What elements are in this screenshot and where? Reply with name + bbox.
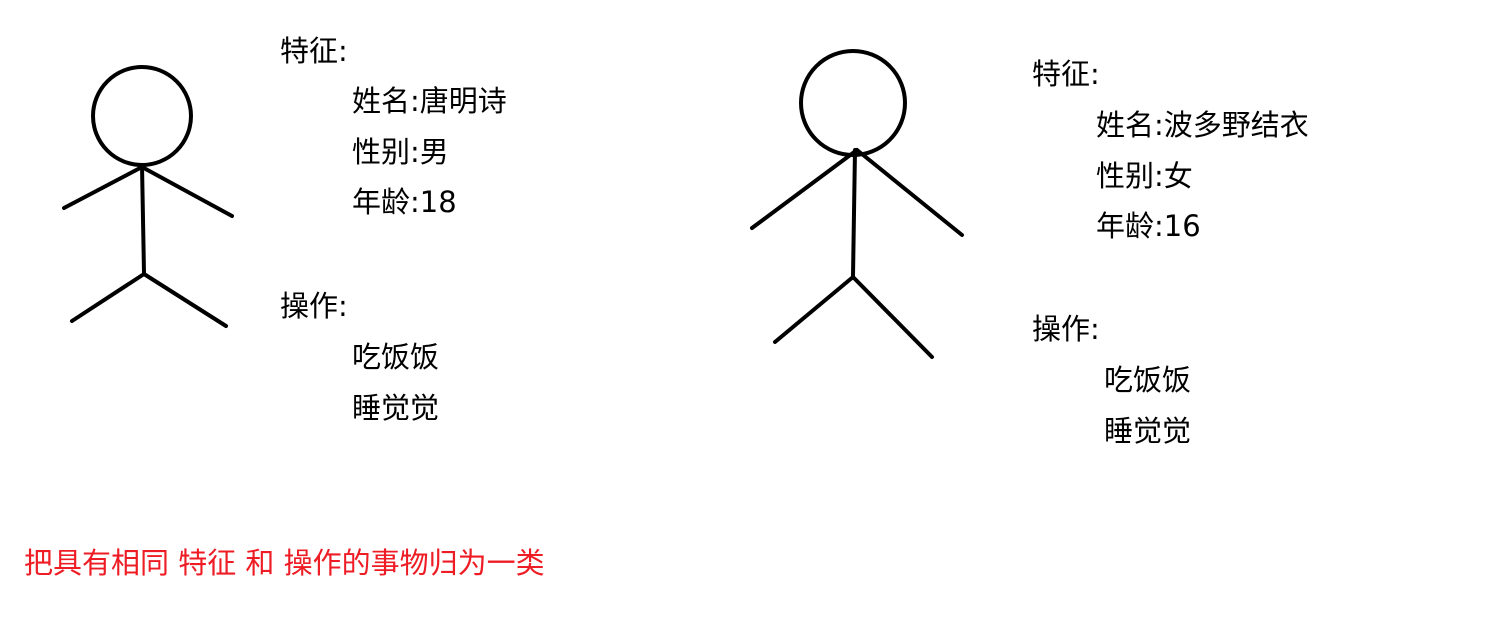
right-gender-value: 性别:女 [1096,159,1193,193]
left-gender-value: 性别:男 [352,135,449,169]
left-figure-left-leg [70,272,146,323]
left-age-value: 年龄:18 [352,185,457,219]
right-figure-left-leg [773,275,855,344]
left-features-heading: 特征: [280,34,348,68]
left-name-value: 姓名:唐明诗 [352,84,507,118]
left-figure-head [91,65,193,167]
summary-caption: 把具有相同 特征 和 操作的事物归为一类 [24,546,545,580]
left-action-eat: 吃饭饭 [352,340,440,374]
right-actions-heading: 操作: [1032,312,1100,346]
right-figure-right-arm [855,148,964,237]
right-figure-left-arm [750,148,859,230]
left-action-sleep: 睡觉觉 [352,391,440,425]
right-figure-body [851,148,857,278]
right-figure-head [799,49,907,157]
left-figure-right-arm [140,165,234,218]
left-figure-left-arm [62,165,144,210]
right-name-value: 姓名:波多野结衣 [1096,108,1309,142]
right-figure-right-leg [851,275,934,359]
right-age-value: 年龄:16 [1096,209,1201,243]
right-features-heading: 特征: [1032,57,1100,91]
right-stick-figure [750,49,964,359]
left-stick-figure [62,65,234,328]
right-action-sleep: 睡觉觉 [1104,414,1192,448]
right-action-eat: 吃饭饭 [1104,363,1192,397]
left-figure-body [140,163,146,275]
left-actions-heading: 操作: [280,289,348,323]
left-figure-right-leg [142,272,228,328]
